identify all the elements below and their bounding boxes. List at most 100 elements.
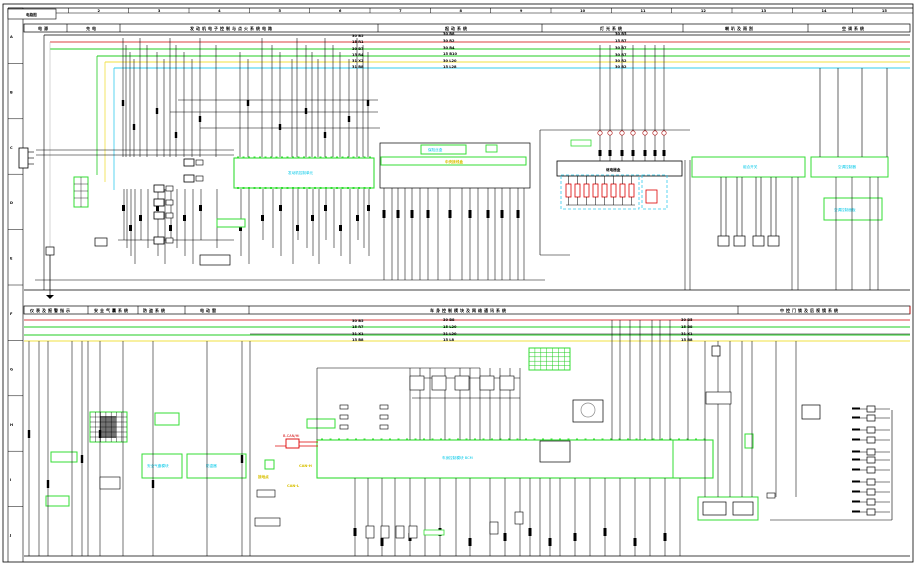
svg-text:30 B8: 30 B8 bbox=[443, 32, 455, 36]
wire-label bbox=[852, 450, 860, 453]
wire-marker bbox=[169, 225, 172, 231]
ecu-pin bbox=[281, 156, 283, 159]
ecu-pin bbox=[270, 187, 272, 189]
bcm-pin bbox=[499, 438, 502, 441]
svg-text:15 L20: 15 L20 bbox=[443, 325, 457, 329]
lamp-connector bbox=[733, 235, 746, 247]
can-relay: B-CAN/Hi bbox=[275, 434, 318, 449]
bcm-pin bbox=[431, 438, 434, 441]
actuator bbox=[866, 478, 876, 486]
resistor bbox=[379, 424, 389, 430]
wire-label bbox=[852, 510, 860, 513]
wire-marker bbox=[46, 480, 50, 488]
wire-marker bbox=[122, 205, 125, 211]
lower-bus-labels-left: 30 B5 15 R7 31 X1 15 B8 bbox=[352, 319, 364, 342]
ruler-mark: 10 bbox=[580, 9, 586, 13]
wire-marker bbox=[353, 528, 357, 536]
ecu-pin bbox=[275, 156, 278, 159]
relay-frame bbox=[641, 174, 668, 210]
side-mark: C bbox=[10, 146, 13, 150]
trunk-switch bbox=[766, 492, 776, 499]
actuator bbox=[866, 448, 876, 456]
immobilizer-label: 防盗器 bbox=[206, 463, 217, 468]
side-mark: A bbox=[10, 35, 13, 39]
bcm-pin bbox=[414, 438, 417, 441]
wire-label bbox=[852, 438, 860, 441]
relay-box-module bbox=[556, 160, 683, 177]
window-switch bbox=[479, 375, 495, 391]
wire-marker bbox=[380, 538, 384, 546]
wire-marker bbox=[27, 430, 31, 438]
ecu-pin bbox=[248, 156, 250, 159]
cluster-small-box bbox=[50, 451, 78, 463]
ecu-pin bbox=[264, 187, 267, 189]
ruler-mark: 14 bbox=[822, 9, 828, 13]
ecu-pin bbox=[336, 187, 338, 189]
ecu-pin bbox=[358, 187, 360, 189]
wire-marker bbox=[240, 455, 244, 463]
door-connectors bbox=[702, 501, 754, 516]
wire-marker bbox=[598, 150, 602, 156]
wire-marker bbox=[663, 533, 667, 541]
wire-marker bbox=[121, 100, 125, 106]
wire-marker bbox=[608, 150, 612, 156]
fuse-box-small bbox=[485, 144, 498, 153]
upper-header-ac: 空调系统 bbox=[842, 25, 866, 31]
ecu-module-label: 发动机控制单元 bbox=[288, 170, 314, 175]
fuse bbox=[574, 183, 581, 198]
lower-header-airbag: 安全气囊系统 bbox=[94, 307, 130, 313]
bcm-pin bbox=[406, 438, 408, 441]
sensor-plug bbox=[195, 159, 204, 166]
ground-symbol-upper bbox=[45, 246, 55, 299]
bcm-pin bbox=[448, 438, 451, 441]
wire-label bbox=[852, 468, 860, 471]
ruler-mark: 8 bbox=[460, 9, 463, 13]
wire-marker bbox=[261, 215, 264, 221]
ecu-pin bbox=[275, 187, 278, 189]
resistor bbox=[339, 414, 349, 420]
ecu-pin bbox=[297, 187, 300, 189]
cluster-small-box-2 bbox=[45, 495, 70, 507]
component bbox=[514, 511, 524, 525]
side-mark: B bbox=[10, 90, 13, 94]
ruler-mark: 12 bbox=[701, 9, 707, 13]
ecu-pin bbox=[369, 187, 371, 189]
ecu-pin bbox=[286, 187, 289, 189]
ecu-pin bbox=[330, 187, 333, 189]
wire-label bbox=[852, 407, 860, 410]
component bbox=[99, 476, 121, 490]
wire-marker bbox=[500, 210, 504, 218]
lower-header-immo: 防盗系统 bbox=[143, 307, 167, 313]
wire-marker bbox=[132, 124, 136, 130]
component bbox=[256, 489, 276, 498]
ruler-mark: 13 bbox=[761, 9, 767, 13]
lower-header-locks: 中控门锁及后视镜系统 bbox=[780, 307, 840, 313]
lamp-bulb bbox=[661, 130, 667, 136]
upper-header-starting: 起动系统 bbox=[444, 25, 469, 31]
lamp-connectors bbox=[717, 177, 780, 247]
svg-text:15 R7: 15 R7 bbox=[615, 39, 627, 43]
title-block-label: 电路图 bbox=[26, 12, 37, 17]
ecu-pin bbox=[242, 187, 245, 189]
ac-panel-module bbox=[823, 197, 883, 221]
wire-marker bbox=[396, 210, 400, 218]
lamp-connector bbox=[752, 235, 765, 247]
upper-power-bus bbox=[43, 34, 910, 290]
sensor-connector bbox=[153, 211, 165, 220]
ecu-pin bbox=[264, 156, 267, 159]
ground-point-connector bbox=[264, 459, 275, 470]
actuator bbox=[866, 456, 876, 464]
sheet-frame bbox=[2, 3, 914, 563]
door-switch bbox=[711, 345, 721, 357]
bcm-pin bbox=[457, 438, 459, 441]
wire-marker bbox=[620, 150, 624, 156]
wire-marker bbox=[296, 225, 299, 231]
bcm-pin bbox=[576, 438, 578, 441]
window-switch bbox=[409, 375, 425, 391]
wire-marker bbox=[448, 210, 452, 218]
svg-text:15 B10: 15 B10 bbox=[443, 52, 457, 56]
lamp-connector bbox=[767, 235, 780, 247]
lamp-bulb bbox=[630, 130, 636, 136]
bcm-pin bbox=[618, 438, 621, 441]
wire-marker bbox=[279, 205, 282, 211]
